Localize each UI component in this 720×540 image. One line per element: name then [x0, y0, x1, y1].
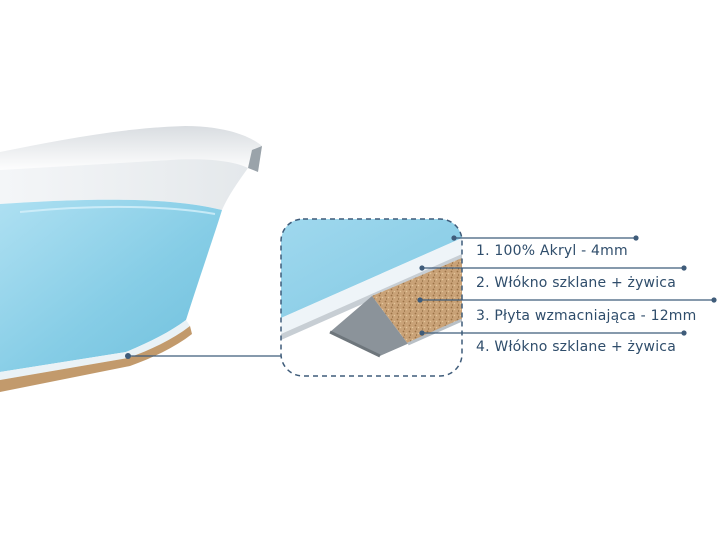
leader-dot-4-end: [681, 330, 687, 336]
bathtub-illustration: [0, 126, 262, 392]
leader-dot-3-start: [417, 297, 423, 303]
zoom-frame: [280, 218, 463, 377]
bathtub-rim: [0, 126, 262, 172]
layer-label-fiberglass-resin-1: 2. Włókno szklane + żywica: [476, 275, 676, 291]
zoom-acrylic-layer: [281, 238, 462, 334]
layer-label-reinforcement-board: 3. Płyta wzmacniająca - 12mm: [476, 308, 697, 324]
leader-dot-4-start: [419, 330, 425, 336]
zoom-reinforcement-board: [372, 258, 462, 344]
leader-dot-1-end: [633, 235, 639, 241]
bathtub-rim-edge: [248, 146, 262, 172]
leader-dot-1-start: [451, 235, 457, 241]
connector-dot: [125, 353, 131, 359]
zoom-detail: [280, 218, 463, 377]
leader-dot-3-end: [711, 297, 717, 303]
layer-label-fiberglass-resin-2: 4. Włókno szklane + żywica: [476, 339, 676, 355]
bathtub-inner-wall: [0, 159, 248, 210]
layer-label-acrylic: 1. 100% Akryl - 4mm: [476, 243, 628, 259]
leader-dot-2-start: [419, 265, 425, 271]
bathtub-bottom-edge: [0, 320, 190, 380]
leader-lines: [417, 235, 717, 336]
water-surface-highlight: [19, 205, 216, 215]
zoom-underside-shadow: [281, 320, 462, 376]
zoom-water: [281, 219, 462, 318]
bathtub-water: [0, 199, 222, 372]
connector-line: [125, 353, 281, 359]
leader-dot-2-end: [681, 265, 687, 271]
bathtub-base-board: [0, 326, 192, 392]
